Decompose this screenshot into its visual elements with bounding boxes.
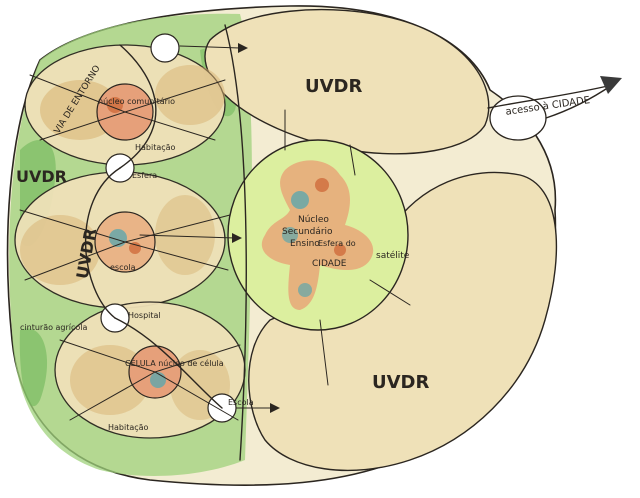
label-centre-3: Ensino [290,239,320,249]
label-udr-bottom: UVDR [372,372,429,393]
arrowhead [232,233,242,243]
label-udr-top: UVDR [305,76,362,97]
lens-line [114,317,223,409]
lens-line [84,167,121,319]
core-dot [298,283,312,297]
access-road [487,84,613,109]
green-patch [19,328,48,407]
shade [155,195,215,275]
arrow [369,279,411,306]
shade [155,65,225,125]
label-node-bottom-extra: Habitação [108,423,149,432]
arrowhead [270,403,280,413]
hub-top [150,33,180,63]
label-node-mid: escola [110,263,136,272]
shade [70,345,150,415]
lens-line [119,44,157,169]
arrow [349,144,356,176]
label-left-note: cinturão agrícola [20,323,88,332]
radial-line [24,241,229,281]
udr-top-zone [204,8,490,155]
left-cluster [14,33,246,439]
access-arrowhead [600,76,622,94]
radial-line [69,371,239,421]
nucleus-spot [150,372,166,388]
label-hub-bottom: Hospital [128,311,161,320]
label-bottom-node: Escola [228,398,254,407]
core-dot [315,178,329,192]
label-centre-side: satélite [376,250,410,261]
label-centre-4: CIDADE [312,259,347,269]
shade [20,215,100,285]
label-hub-mid: Esfera [132,171,157,180]
label-udr-left: UVDR [16,167,67,186]
label-centre-2: Secundário [282,227,333,237]
arrow [179,45,241,49]
label-centre-extra: Esfera do [318,239,356,248]
label-node-bottom: CÉLULA núcleo de célula [125,357,224,368]
core-dot [334,244,346,256]
nucleus-spot [107,97,123,113]
core-dot [291,191,309,209]
radial-line [39,111,216,141]
label-node-top: núcleo comunitário [98,97,175,106]
label-hub-top: Habitação [135,143,176,152]
nucleus-spot [129,242,141,254]
central-city-core [261,160,374,310]
belt-frame [224,24,247,461]
label-centre-1: Núcleo [298,215,329,225]
arrowhead [238,43,248,53]
arrow [319,319,329,386]
core-dot [282,227,298,243]
arrow [139,234,236,239]
